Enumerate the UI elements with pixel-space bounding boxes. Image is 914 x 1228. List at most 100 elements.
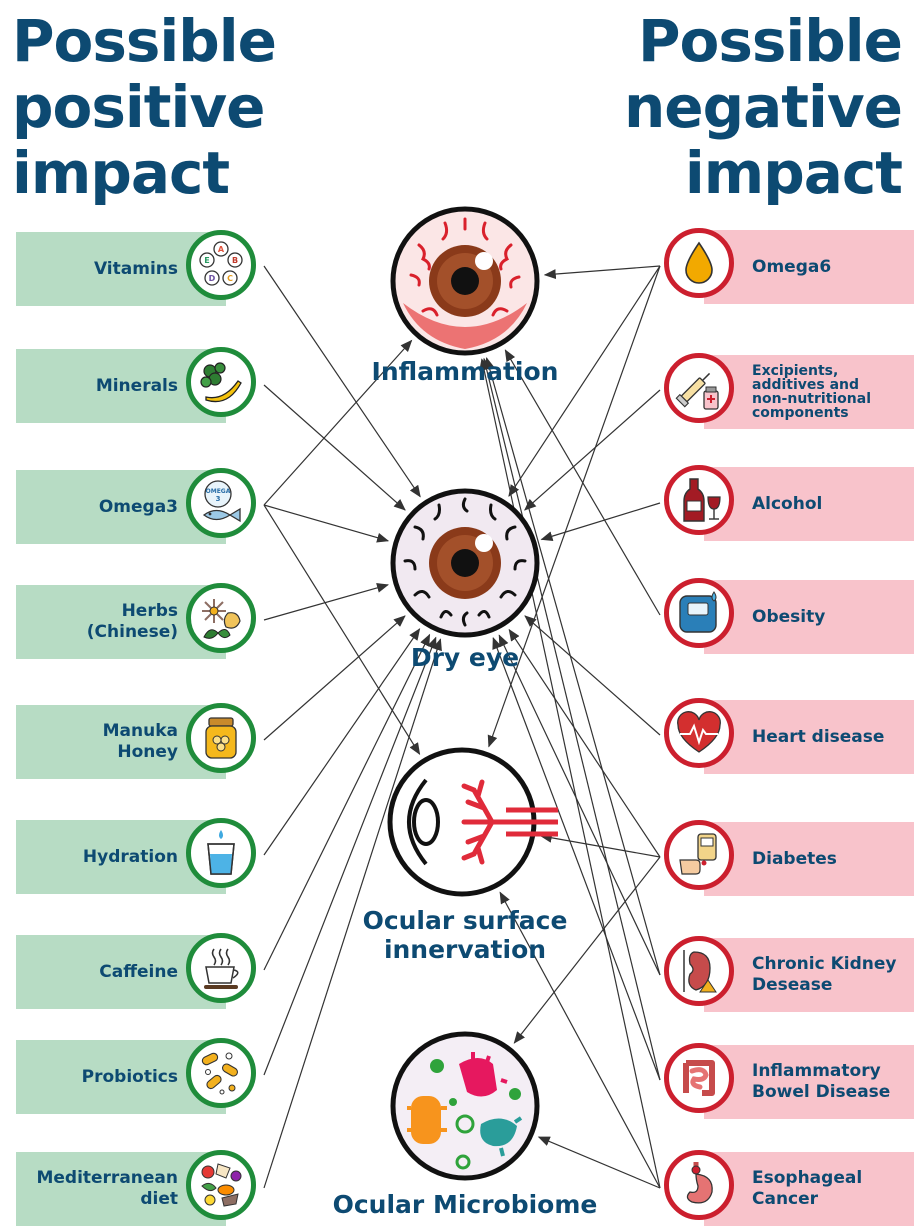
factor-badge (186, 703, 256, 773)
kidney-icon (683, 950, 717, 993)
heart-pulse-icon (677, 711, 721, 753)
factor-bar (704, 1045, 914, 1119)
factor-badge (664, 698, 734, 768)
factor-badge: OMEGA 3 (186, 468, 256, 538)
inflamed-eye-icon (390, 206, 540, 356)
factor-badge (186, 1038, 256, 1108)
outcome-label-ocular-surface-innervation: Ocular surface innervation (362, 906, 568, 964)
factor-bar (704, 467, 914, 541)
factor-badge (664, 228, 734, 298)
coffee-cup-icon (204, 948, 239, 989)
factor-badge (664, 578, 734, 648)
heading-negative-impact: Possible negative impact (623, 7, 903, 207)
stomach-icon (686, 1162, 713, 1204)
heading-line: impact (684, 139, 903, 207)
arrow (263, 615, 406, 741)
svg-text:C: C (227, 274, 233, 283)
arrow (492, 636, 661, 1081)
oil-drop-icon (685, 241, 713, 284)
factor-label: Excipients, additives and non-nutritiona… (752, 363, 872, 421)
heading-line: negative (623, 73, 903, 141)
outcome-label-inflammation: Inflammation (371, 357, 559, 386)
arrow (540, 502, 661, 542)
heading-line: Possible (637, 7, 903, 75)
factor-label: Chronic Kidney Desease (752, 954, 897, 995)
arrow (539, 832, 661, 858)
omega3-fish-icon: OMEGA 3 (202, 480, 241, 523)
arrow (508, 628, 661, 858)
factor-badge (664, 1043, 734, 1113)
mediterranean-food-icon (201, 1163, 242, 1207)
arrow (524, 615, 661, 736)
factor-badge (664, 353, 734, 423)
intestine-icon (683, 1060, 715, 1096)
weight-scale-icon (679, 591, 717, 633)
factor-label: Omega6 (752, 256, 832, 277)
glucose-meter-icon (679, 833, 717, 875)
minerals-icon (200, 362, 242, 403)
arrow (263, 265, 421, 498)
factor-badge (664, 820, 734, 890)
water-glass-icon (207, 830, 235, 875)
svg-text:E: E (204, 256, 209, 265)
factor-label: Hydration (82, 846, 178, 867)
arrow (263, 504, 421, 755)
factor-bar (704, 700, 914, 774)
factor-bar (704, 230, 914, 304)
microbes-icon (390, 1031, 540, 1181)
arrow (484, 357, 661, 976)
factor-label: Esophageal Cancer (752, 1168, 863, 1209)
arrow (263, 636, 437, 1076)
probiotics-icon (201, 1052, 239, 1095)
factor-badge (664, 1150, 734, 1220)
factor-label: Probiotics (81, 1066, 178, 1087)
arrow (487, 265, 661, 748)
heading-line: Possible (12, 7, 277, 75)
arrow (524, 389, 661, 511)
vitamins-icon: A B C D E (199, 241, 243, 286)
arrow (543, 265, 661, 280)
factor-badge (186, 818, 256, 888)
syringe-vial-icon (675, 372, 719, 410)
arrow (263, 339, 413, 506)
svg-text:3: 3 (216, 495, 221, 503)
factor-label: Manuka Honey (102, 721, 178, 762)
honey-jar-icon (205, 717, 237, 759)
arrow (263, 384, 406, 511)
arrow (263, 638, 442, 1189)
factor-bar (704, 580, 914, 654)
arrow (508, 265, 661, 497)
factor-bar (704, 355, 914, 429)
factor-label: Herbs (Chinese) (86, 601, 178, 642)
svg-text:D: D (209, 274, 216, 283)
arrow (499, 891, 661, 1189)
factor-badge (186, 583, 256, 653)
factor-label: Obesity (752, 606, 826, 627)
factor-label: Caffeine (99, 961, 178, 982)
heading-line: impact (12, 139, 230, 207)
factor-badge: A B C D E (186, 230, 256, 300)
factor-badge (186, 347, 256, 417)
svg-text:A: A (218, 245, 225, 254)
heading-positive-impact: Possible positive impact (12, 7, 277, 207)
arrow (263, 504, 390, 543)
eye-nerves-icon (387, 747, 558, 897)
arrow (263, 582, 389, 621)
factor-label: Vitamins (93, 258, 178, 279)
arrow (263, 633, 431, 971)
heading-line: positive (12, 73, 266, 141)
factor-badge (186, 933, 256, 1003)
herbs-icon (202, 599, 241, 639)
arrow (479, 358, 661, 1189)
factor-label: Mediterranean diet (36, 1168, 178, 1209)
outcome-label-dry-eye: Dry eye (410, 643, 520, 672)
arrow (504, 349, 661, 616)
factor-label: Minerals (95, 375, 178, 396)
factor-label: Alcohol (752, 493, 823, 514)
factor-label: Omega3 (98, 496, 178, 517)
factor-bar (704, 1152, 914, 1226)
factor-bar (704, 822, 914, 896)
factor-label: Diabetes (752, 848, 837, 869)
dry-eye-icon (390, 488, 540, 638)
